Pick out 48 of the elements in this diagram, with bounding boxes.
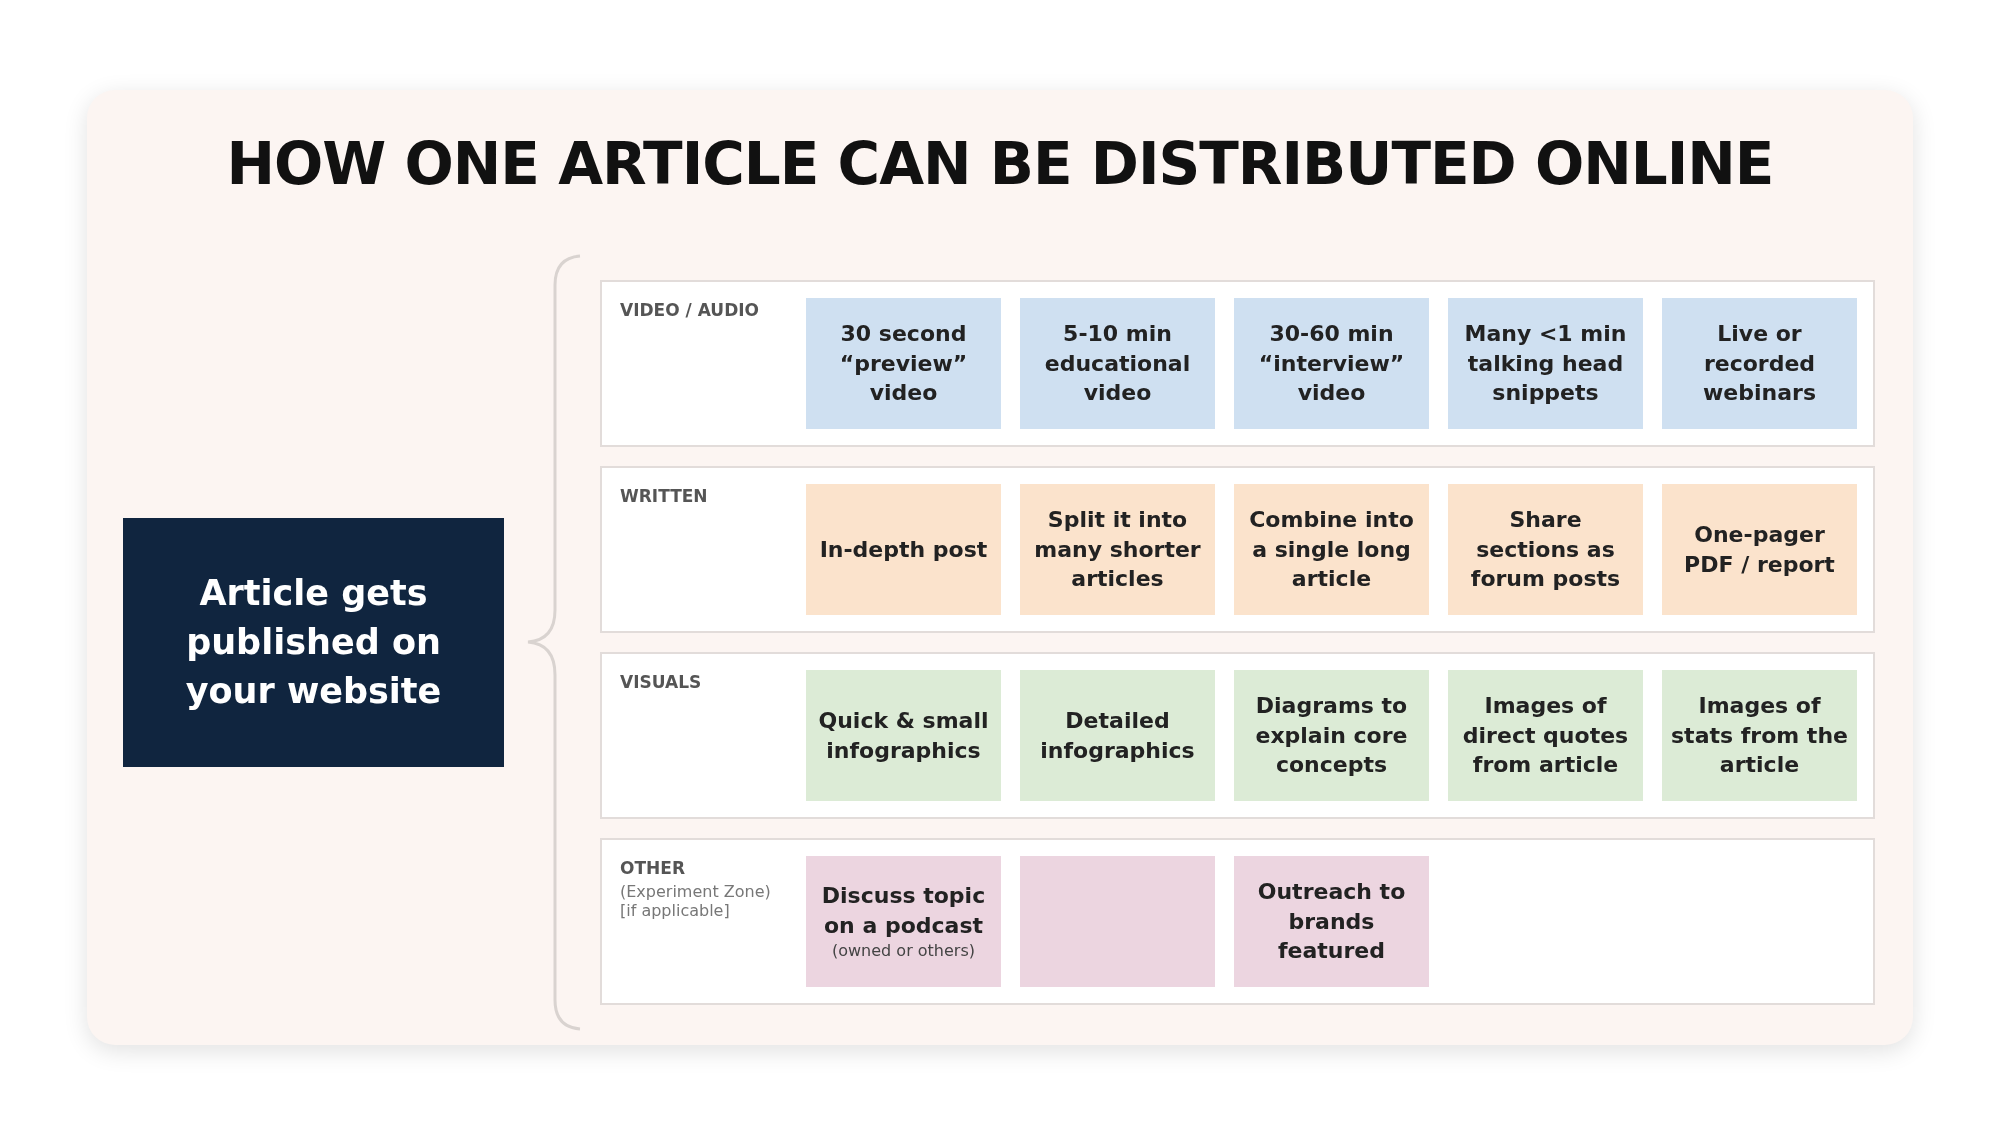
category-panel bbox=[600, 280, 1875, 447]
content-card bbox=[806, 298, 1001, 429]
content-card bbox=[1234, 670, 1429, 801]
article-text: Article gets published on your website bbox=[184, 572, 443, 713]
category-heading: VIDEO / AUDIO bbox=[620, 300, 760, 320]
category-panel bbox=[600, 652, 1875, 819]
content-card bbox=[1448, 298, 1643, 429]
category-panel bbox=[600, 838, 1875, 1005]
card-text: Split it into many shorter articles bbox=[1033, 505, 1202, 594]
card-note: (owned or others) bbox=[832, 940, 975, 962]
card-text: 5-10 min educational video bbox=[1043, 319, 1192, 408]
card-text: Many <1 min talking head snippets bbox=[1463, 319, 1628, 408]
card-text: One-pager PDF / report bbox=[1683, 520, 1836, 579]
category-note: (Experiment Zone) [if applicable] bbox=[620, 882, 772, 920]
card-text: Outreach to brands featured bbox=[1256, 877, 1407, 966]
content-card bbox=[1234, 484, 1429, 615]
card-text: Combine into a single long article bbox=[1248, 505, 1415, 594]
card-text: Diagrams to explain core concepts bbox=[1254, 691, 1409, 780]
content-card bbox=[1234, 856, 1429, 987]
card-text: In-depth post bbox=[819, 535, 988, 564]
card-text: Discuss topic on a podcast bbox=[820, 882, 987, 940]
card-text: Quick & small infographics bbox=[817, 706, 990, 765]
category-heading: OTHER bbox=[620, 858, 685, 878]
article-box bbox=[123, 518, 504, 767]
content-card bbox=[1448, 670, 1643, 801]
content-card bbox=[1662, 484, 1857, 615]
content-card bbox=[1448, 484, 1643, 615]
card-text: Share sections as forum posts bbox=[1469, 505, 1622, 594]
card-text: Live or recorded webinars bbox=[1702, 319, 1817, 408]
card-text: Images of direct quotes from article bbox=[1461, 691, 1630, 780]
category-panel bbox=[600, 466, 1875, 633]
content-card bbox=[1662, 670, 1857, 801]
content-card bbox=[1020, 298, 1215, 429]
content-card bbox=[806, 484, 1001, 615]
content-card bbox=[806, 856, 1001, 987]
content-card bbox=[1662, 298, 1857, 429]
card-text: 30 second “preview” video bbox=[838, 319, 969, 408]
title: HOW ONE ARTICLE CAN BE DISTRIBUTED ONLINE bbox=[225, 130, 1775, 198]
card-text: Images of stats from the article bbox=[1670, 691, 1849, 780]
category-heading: WRITTEN bbox=[620, 486, 708, 506]
content-card bbox=[806, 670, 1001, 801]
content-card bbox=[1020, 670, 1215, 801]
content-card bbox=[1234, 298, 1429, 429]
card-text: 30-60 min “interview” video bbox=[1257, 319, 1406, 408]
card-text: Detailed infographics bbox=[1039, 706, 1196, 765]
content-card bbox=[1020, 484, 1215, 615]
box-shape bbox=[1020, 856, 1215, 987]
category-heading: VISUALS bbox=[620, 672, 702, 692]
